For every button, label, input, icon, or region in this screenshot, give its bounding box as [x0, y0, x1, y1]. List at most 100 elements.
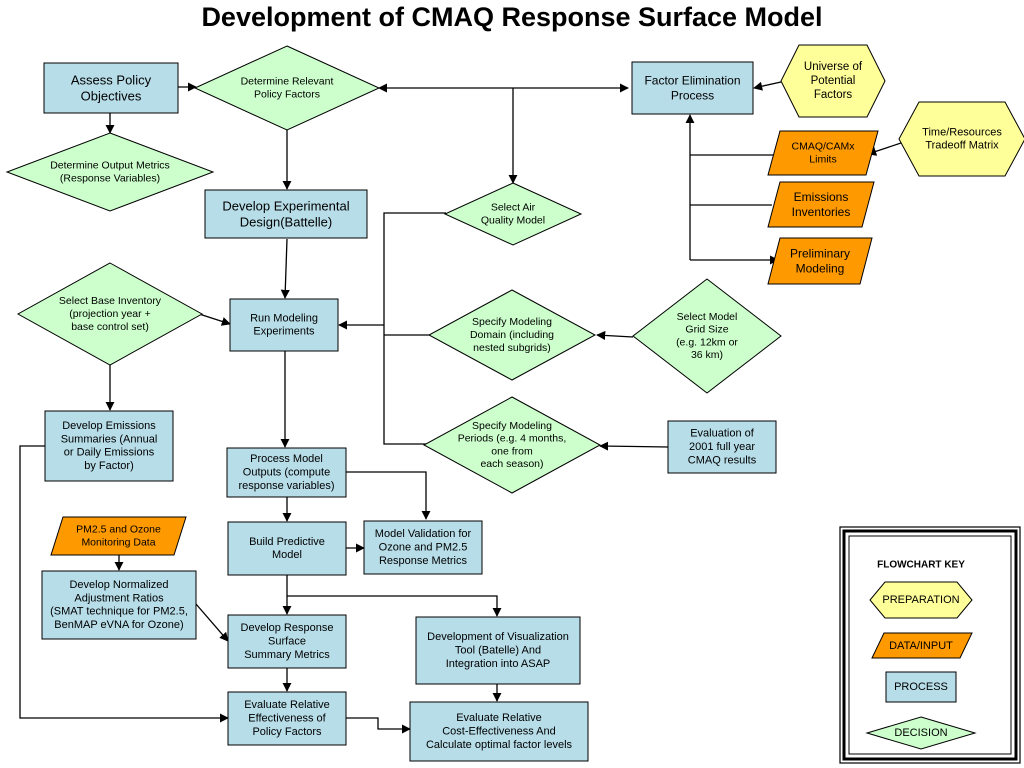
- node-label-line: Model Validation for: [375, 528, 472, 540]
- node-label-line: Develop Emissions: [62, 420, 156, 432]
- preparation-hexagon: [780, 44, 886, 118]
- node-label-line: Factor Elimination: [644, 74, 740, 88]
- arrow-effectiveness-to-cost: [346, 717, 411, 734]
- process-box: [227, 614, 347, 669]
- node-label-line: Potential: [811, 75, 856, 87]
- key-data-input-swatch: [871, 632, 973, 659]
- node-label-line: Ozone and PM2.5: [379, 542, 468, 554]
- node-label-line: Develop Response: [241, 622, 334, 634]
- data-input-shape: [50, 516, 187, 556]
- node-label-line: Run Modeling: [250, 312, 318, 324]
- key-label: DATA/INPUT: [889, 640, 953, 652]
- node-label-line: Preliminary: [790, 247, 850, 261]
- process-box: [363, 520, 483, 575]
- node-label-line: Develop Normalized: [69, 579, 168, 591]
- page-title: Development of CMAQ Response Surface Mod…: [201, 2, 823, 32]
- line-periods-to-run: [383, 325, 426, 445]
- arrow-summaries-to-effectiveness: [19, 445, 229, 723]
- node-label-line: Policy Factors: [254, 88, 320, 100]
- decision-diamond: [443, 182, 583, 246]
- node-label-line: Effectiveness of: [248, 713, 326, 725]
- node-label-line: Experiments: [253, 326, 315, 338]
- node-label-line: (projection year +: [69, 308, 150, 320]
- node-label-line: Cost-Effectiveness And: [442, 726, 556, 738]
- preparation-hexagon: [898, 101, 1024, 177]
- node-label-line: Monitoring Data: [81, 536, 155, 548]
- process-box: [44, 410, 174, 482]
- node-label-line: Time/Resources: [922, 126, 1002, 138]
- node-label-line: Model: [272, 549, 302, 561]
- node-label-line: Evaluate Relative: [244, 699, 330, 711]
- node-label-line: Objectives: [81, 88, 142, 103]
- node-label-line: Evaluation of: [690, 428, 755, 440]
- node-label-line: Summary Metrics: [244, 649, 330, 661]
- node-label-line: or Daily Emissions: [64, 447, 155, 459]
- key-frame-middle: [842, 529, 1018, 761]
- key-label: DECISION: [894, 727, 947, 739]
- arrow-design-to-run: [280, 238, 290, 299]
- node-label-line: Outputs (compute: [243, 467, 330, 479]
- node-label-line: Factors: [814, 89, 853, 101]
- data-input-shape: [767, 130, 879, 176]
- node-label-line: Process Model: [250, 453, 323, 465]
- node-label-line: CMAQ results: [688, 454, 757, 466]
- node-label-line: Response Metrics: [379, 555, 468, 567]
- node-label-line: Process: [671, 88, 714, 102]
- process-box: [41, 570, 197, 640]
- process-box: [43, 62, 179, 114]
- node-label-line: one from: [491, 445, 533, 457]
- process-box: [227, 691, 347, 746]
- node-label-line: Select Air: [491, 202, 536, 214]
- flowchart-key: FLOWCHART KEYPREPARATIONDATA/INPUTPROCES…: [839, 526, 1021, 764]
- key-label: PREPARATION: [882, 594, 959, 606]
- node-label-line: Select Base Inventory: [59, 295, 162, 307]
- node-label-line: Assess Policy: [71, 73, 152, 88]
- node-label-line: Periods (e.g. 4 months,: [458, 433, 567, 445]
- node-label-line: Select Model: [677, 311, 738, 323]
- node-label-line: Grid Size: [685, 324, 728, 336]
- node-label-line: (Response Variables): [60, 172, 160, 184]
- node-label-line: by Factor): [84, 460, 134, 472]
- process-box: [409, 701, 589, 762]
- node-label-line: Limits: [809, 153, 836, 165]
- arrow-timeres-to-limits: [867, 140, 908, 156]
- node-label-line: Build Predictive: [249, 536, 325, 548]
- node-label-line: BenMAP eVNA for Ozone): [54, 619, 183, 631]
- process-box: [229, 298, 339, 352]
- node-label-line: Specify Modeling: [472, 316, 552, 328]
- base-inventory-diamond: Select Base Inventory(projection year +b…: [16, 262, 204, 366]
- key-preparation-swatch: [869, 581, 973, 619]
- key-process-swatch: [885, 671, 957, 703]
- key-label: PROCESS: [894, 681, 948, 693]
- connectors: [19, 81, 908, 734]
- node-label-line: Calculate optimal factor levels: [426, 739, 573, 751]
- process-box: [667, 420, 777, 474]
- process-box: [631, 61, 754, 115]
- node-label-line: Modeling: [796, 261, 845, 275]
- node-label-line: response variables): [239, 480, 335, 492]
- node-label-line: Quality Model: [481, 214, 545, 226]
- node-label-line: Integration into ASAP: [446, 658, 551, 670]
- decision-diamond: [422, 396, 602, 494]
- data-input-shape: [767, 181, 875, 228]
- node-label-line: each season): [480, 458, 543, 470]
- key-frame-inner: [848, 535, 1012, 755]
- node-label-line: Tradeoff Matrix: [925, 140, 999, 152]
